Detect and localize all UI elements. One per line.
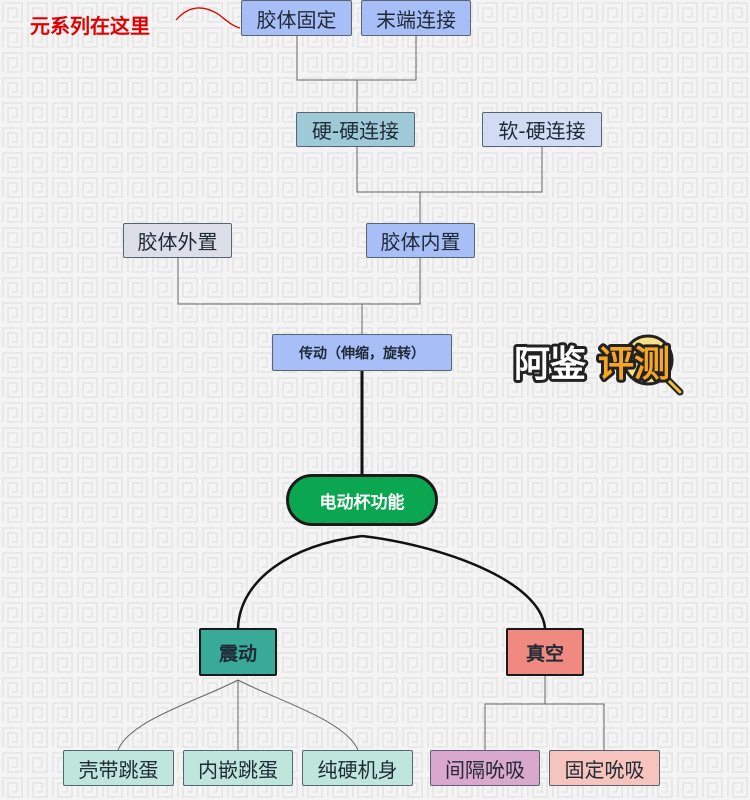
brand-logo: 阿鉴 阿鉴 评测 评测 <box>512 334 684 396</box>
connector-glue-ext-int <box>177 258 421 305</box>
magnifier-icon <box>622 334 674 386</box>
node-hard-hard[interactable]: 硬-硬连接 <box>296 112 415 147</box>
connector-hard-soft <box>356 147 543 193</box>
connector-root-vacuum <box>361 534 547 629</box>
node-glue-external[interactable]: 胶体外置 <box>123 223 232 258</box>
node-root[interactable]: 电动杯功能 <box>286 474 438 526</box>
node-transmission[interactable]: 传动（伸缩，旋转） <box>272 334 452 371</box>
node-vacuum[interactable]: 真空 <box>506 628 584 676</box>
connector-root-vibration <box>236 534 363 629</box>
node-interval-suck[interactable]: 间隔吮吸 <box>430 750 540 786</box>
connector-vibration-pure <box>237 679 359 751</box>
svg-text:阿鉴: 阿鉴 <box>514 344 586 385</box>
connector-vibration-shell <box>117 679 239 751</box>
node-end-connect[interactable]: 末端连接 <box>361 0 471 36</box>
svg-text:评测: 评测 <box>598 344 670 385</box>
node-pure-hard[interactable]: 纯硬机身 <box>302 750 413 786</box>
node-vibration[interactable]: 震动 <box>199 628 277 676</box>
connector-glue-fixed-end-connect <box>296 36 417 81</box>
annotation-label: 元系列在这里 <box>30 14 150 38</box>
svg-text:评测: 评测 <box>598 344 670 385</box>
node-glue-fixed[interactable]: 胶体固定 <box>241 0 352 36</box>
node-glue-internal[interactable]: 胶体内置 <box>366 223 475 258</box>
connector-vacuum-children <box>484 676 605 750</box>
node-soft-hard[interactable]: 软-硬连接 <box>482 112 602 147</box>
node-fixed-suck[interactable]: 固定吮吸 <box>549 750 660 786</box>
node-embedded-egg[interactable]: 内嵌跳蛋 <box>183 750 293 786</box>
node-shell-egg[interactable]: 壳带跳蛋 <box>63 750 174 786</box>
svg-text:阿鉴: 阿鉴 <box>514 344 586 385</box>
annotation-arrow <box>175 7 241 29</box>
